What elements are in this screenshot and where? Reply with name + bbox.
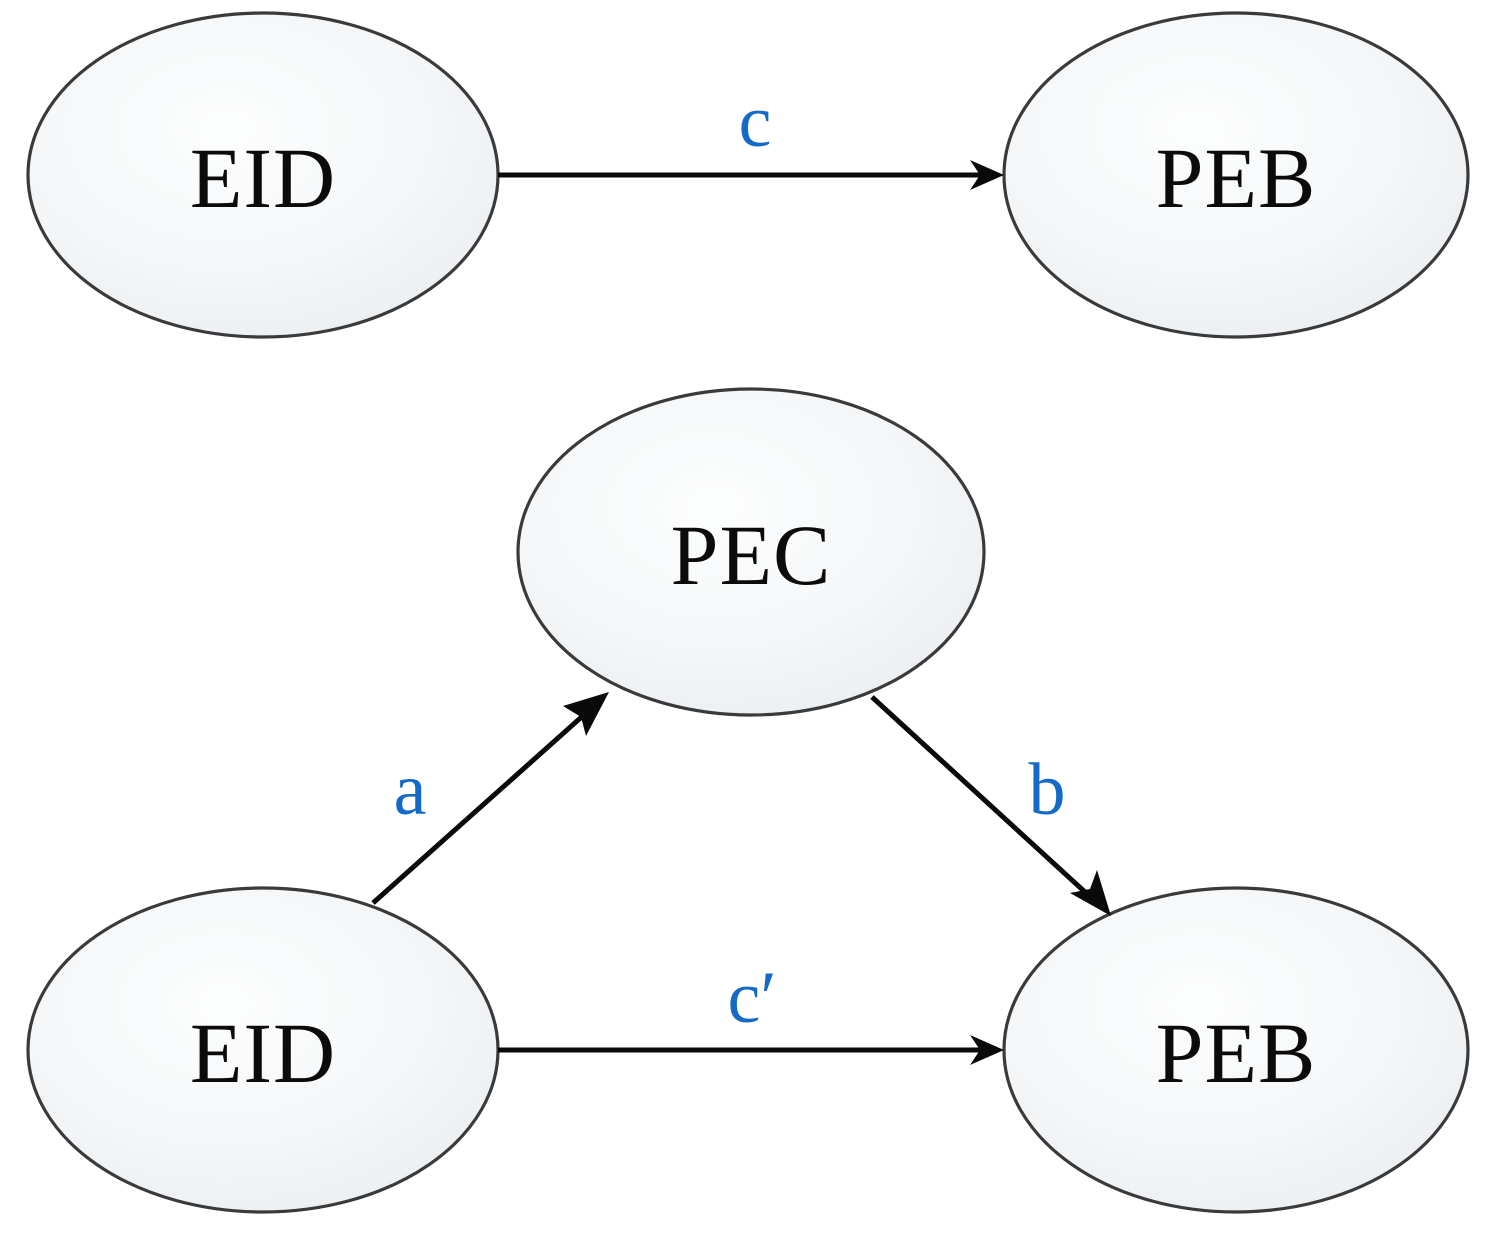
edge-c-label: c [739,81,772,163]
edge-c[interactable]: c [498,81,1004,190]
node-peb-top[interactable]: PEB [1002,11,1470,339]
edge-b-line [870,695,1099,905]
edge-a-line [371,703,597,905]
node-eid-top[interactable]: EID [26,11,500,339]
ellipse-pec[interactable] [516,387,986,717]
node-eid-bottom-label: EID [190,1005,336,1101]
node-pec[interactable]: PEC [516,387,986,717]
node-peb-top-label: PEB [1156,130,1317,226]
edge-a[interactable]: a [371,692,609,905]
edge-b[interactable]: b [870,695,1111,916]
panel-total-effect: EID PEB c [26,11,1470,339]
edge-b-label: b [1029,749,1066,831]
edge-a-arrowhead [563,692,609,736]
edge-a-label: a [394,749,427,831]
edge-c-prime[interactable]: c′ [498,957,1004,1065]
edge-c-prime-arrowhead [970,1035,1004,1065]
panel-mediation: PEC EID PEB a b [26,387,1470,1214]
edge-b-arrowhead [1070,870,1111,916]
edge-c-arrowhead [970,160,1004,190]
node-pec-label: PEC [671,507,832,603]
node-eid-top-label: EID [190,130,336,226]
node-eid-bottom[interactable]: EID [26,886,500,1214]
edge-c-prime-label: c′ [727,957,776,1039]
node-peb-bottom[interactable]: PEB [1002,886,1470,1214]
node-peb-bottom-label: PEB [1156,1005,1317,1101]
